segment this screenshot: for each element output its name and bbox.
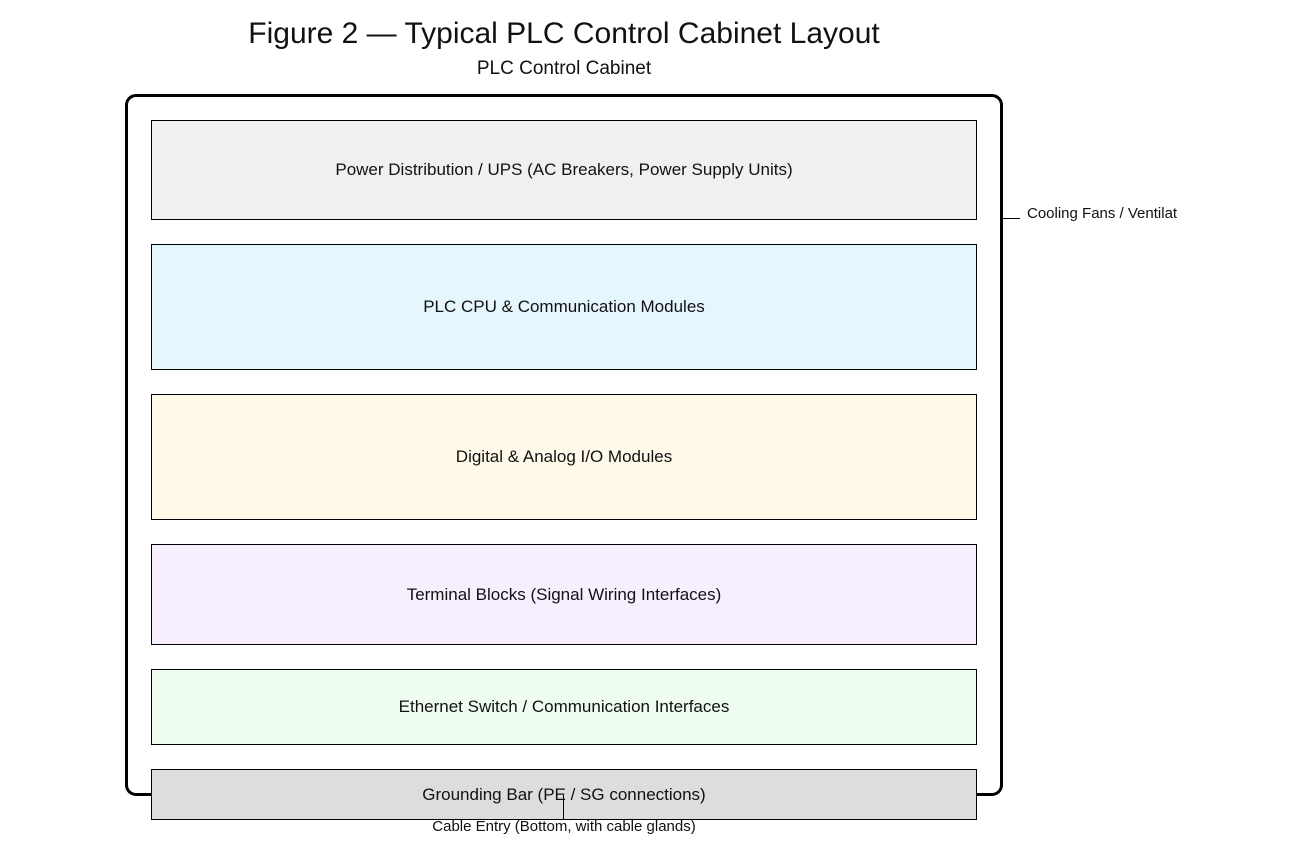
panel-power-distribution: Power Distribution / UPS (AC Breakers, P… bbox=[151, 120, 977, 220]
panel-terminal-blocks: Terminal Blocks (Signal Wiring Interface… bbox=[151, 544, 977, 645]
cable-entry-label: Cable Entry (Bottom, with cable glands) bbox=[432, 818, 696, 835]
panel-plc-cpu: PLC CPU & Communication Modules bbox=[151, 244, 977, 370]
figure-title: Figure 2 — Typical PLC Control Cabinet L… bbox=[248, 17, 880, 50]
cable-entry-leader-line bbox=[563, 795, 564, 820]
panel-ethernet-switch: Ethernet Switch / Communication Interfac… bbox=[151, 669, 977, 745]
cooling-fans-label: Cooling Fans / Ventilat bbox=[1027, 205, 1178, 222]
panel-grounding-bar: Grounding Bar (PE / SG connections) bbox=[151, 769, 977, 820]
cooling-fans-leader-line bbox=[1003, 218, 1020, 219]
panel-io-modules: Digital & Analog I/O Modules bbox=[151, 394, 977, 520]
cabinet-label: PLC Control Cabinet bbox=[476, 58, 652, 79]
